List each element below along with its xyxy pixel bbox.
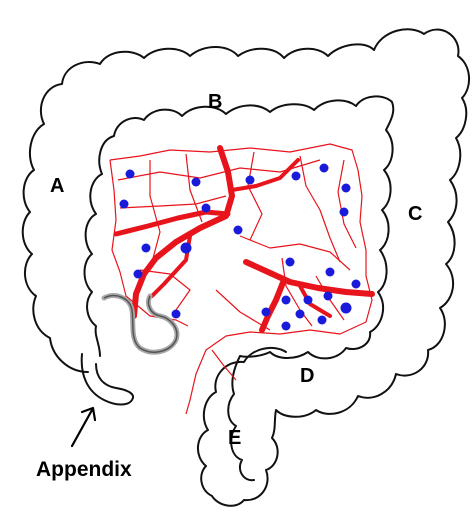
appendix-shade-outline [104,296,177,353]
colon-outline [23,29,469,506]
lymph-node [282,296,291,305]
lymph-node [320,164,329,173]
appendix-shape [82,354,133,405]
label-appendix: Appendix [36,458,132,481]
arrow-shaft [72,410,92,446]
lymph-node [202,204,211,213]
lymph-node [292,172,301,181]
vessel-lower-right [246,262,372,294]
appendix-shadow [104,296,177,353]
appendix-shadow-inner [104,296,177,353]
vessel-lower-down [262,280,284,330]
lymph-node [142,244,151,253]
lymph-node [286,258,295,267]
lymph-node [340,208,349,217]
lymph-node [304,296,313,305]
lymph-node [296,310,305,319]
lymph-node [246,176,255,185]
lymph-node [318,316,327,325]
colon-outer-wall [23,29,469,506]
vessel-branch-upper [232,160,298,190]
label-rectum: E [228,427,241,449]
lymph-node [120,200,129,209]
label-ascending-colon: A [50,175,64,197]
lymph-node [262,308,271,317]
label-transverse-colon: B [208,91,222,113]
lymph-node [181,243,192,254]
lymph-node [342,184,351,193]
lymph-node [326,268,335,277]
lymph-node [341,303,352,314]
mesentery-border [110,144,372,414]
label-descending-colon: C [408,203,422,225]
lymph-node [134,270,143,279]
appendix-shade-loop [104,296,177,353]
label-sigmoid-colon: D [300,365,314,387]
lymph-node [234,226,243,235]
lymph-node [192,178,201,187]
lymph-node [172,310,181,319]
colon-inner-wall [85,96,394,480]
lymph-node [324,292,333,301]
mesenteric-vessels [116,148,372,330]
lymph-node [126,170,135,179]
mesentery [110,144,372,414]
lymph-node [282,322,291,331]
lymph-node [352,280,361,289]
arrow-up-right-icon [72,408,95,446]
